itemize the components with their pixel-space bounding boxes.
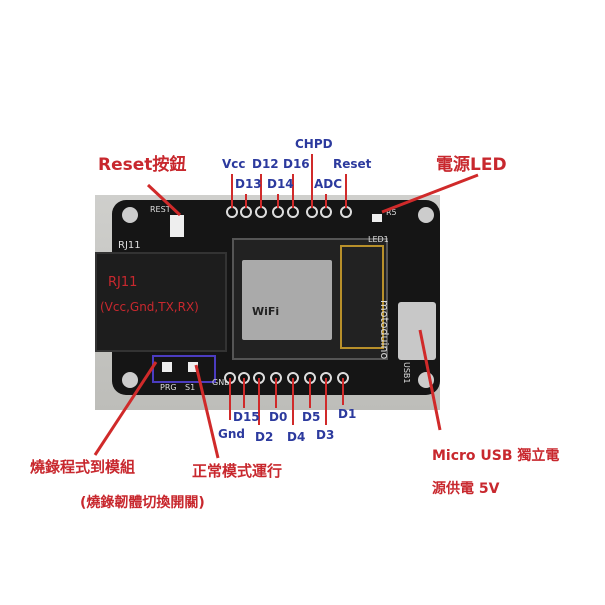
esp-shield <box>242 260 332 340</box>
pin-label-d2: D2 <box>255 430 274 444</box>
usb-callout-line2: 源供電 5V <box>432 481 500 497</box>
callout-line <box>194 364 220 459</box>
micro-usb-port <box>398 302 436 360</box>
pin-label-d5: D5 <box>302 410 321 424</box>
rj11-label: RJ11 <box>108 275 138 290</box>
callout-line <box>418 329 442 431</box>
power-led-callout: 電源LED <box>436 155 507 175</box>
pin-label-d12: D12 <box>252 157 279 171</box>
antenna-trace <box>340 245 384 349</box>
pin-label-chpd: CHPD <box>295 137 333 151</box>
callout-line <box>146 183 182 217</box>
pin-label-d1: D1 <box>338 407 357 421</box>
switch-pin <box>188 362 198 372</box>
rj11-jack <box>95 252 227 352</box>
brand-silk: motoduino <box>378 300 391 360</box>
silk-s1: S1 <box>185 383 196 392</box>
program-mode-callout: 燒錄程式到模組 <box>30 458 136 476</box>
pin-label-vcc: Vcc <box>222 157 246 171</box>
silk-r5: R5 <box>386 208 397 217</box>
wifi-logo: WiFi <box>252 305 280 318</box>
switch-note-callout: (燒錄韌體切換開關) <box>80 495 205 511</box>
mount-hole <box>122 207 138 223</box>
pin-label-d0: D0 <box>269 410 288 424</box>
pin-label-d14: D14 <box>267 177 294 191</box>
reset-button-component <box>170 215 184 237</box>
silk-rj11: RJ11 <box>118 240 141 251</box>
pin-label-d16: D16 <box>283 157 310 171</box>
usb-callout-line1: Micro USB 獨立電 <box>432 448 560 464</box>
pin-label-d3: D3 <box>316 428 335 442</box>
callout-line <box>381 173 479 214</box>
reset-button-callout: Reset按鈕 <box>98 155 187 175</box>
power-led-component <box>372 214 382 222</box>
mount-hole <box>418 207 434 223</box>
pin-label-adc: ADC <box>314 177 343 191</box>
rj11-pins-label: (Vcc,Gnd,TX,RX) <box>100 300 199 314</box>
pin-label-gnd: Gnd <box>218 427 245 441</box>
callout-line <box>93 361 158 456</box>
silk-rest: REST <box>150 205 171 214</box>
silk-led1: LED1 <box>368 235 389 244</box>
pin-label-reset: Reset <box>333 157 372 171</box>
silk-prg: PRG <box>160 383 177 392</box>
pin-label-d13: D13 <box>235 177 262 191</box>
pin-label-d15: D15 <box>233 410 260 424</box>
silk-usb1: USB1 <box>402 362 411 384</box>
switch-pin <box>162 362 172 372</box>
silk-gnd: GND <box>212 378 231 387</box>
pin-label-d4: D4 <box>287 430 306 444</box>
mount-hole <box>122 372 138 388</box>
normal-mode-callout: 正常模式運行 <box>192 462 283 480</box>
